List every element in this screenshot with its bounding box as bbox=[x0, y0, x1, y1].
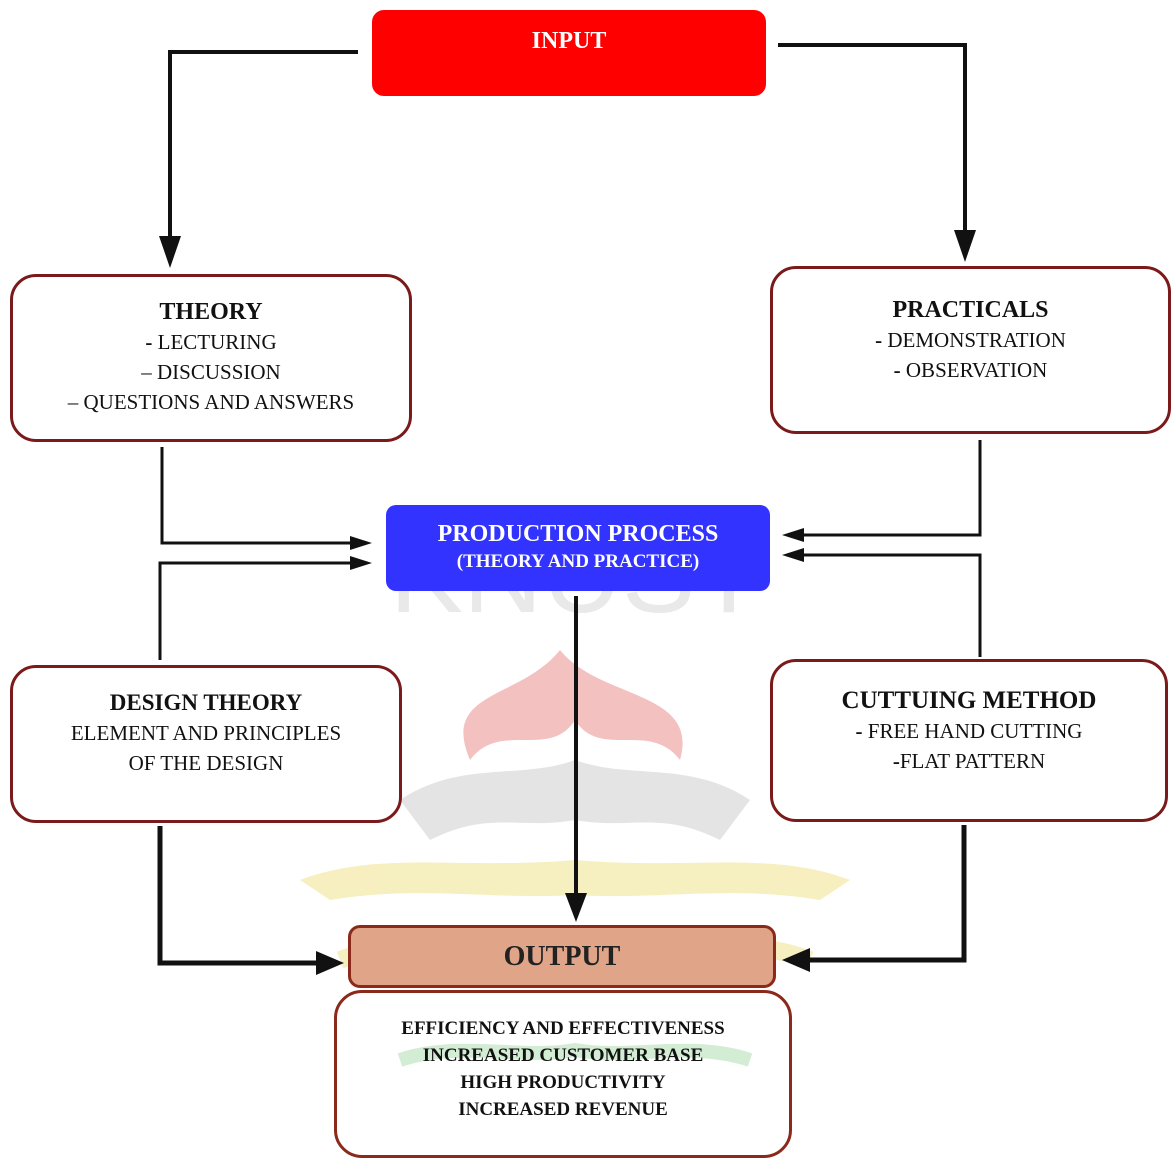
arrow-practicals-to-process bbox=[802, 440, 982, 537]
output-item: EFFICIENCY AND EFFECTIVENESS bbox=[401, 1018, 725, 1039]
cutting-method-title: CUTTUING METHOD bbox=[841, 687, 1097, 714]
output-item: INCREASED CUSTOMER BASE bbox=[422, 1045, 704, 1066]
arrow-theory-to-process bbox=[160, 447, 352, 545]
production-title: PRODUCTION PROCESS bbox=[437, 521, 719, 547]
input-label: INPUT bbox=[531, 28, 607, 54]
theory-item: – QUESTIONS AND ANSWERS bbox=[67, 390, 355, 414]
design-theory-line: ELEMENT AND PRINCIPLES bbox=[70, 721, 342, 745]
cutting-method-item: -FLAT PATTERN bbox=[892, 749, 1046, 773]
production-subtitle: (THEORY AND PRACTICE) bbox=[456, 551, 700, 572]
arrow-design-to-output bbox=[157, 826, 318, 966]
practicals-item: - DEMONSTRATION bbox=[875, 328, 1066, 352]
output-title: OUTPUT bbox=[503, 941, 621, 972]
theory-item: – DISCUSSION bbox=[141, 360, 281, 384]
input-node: INPUT bbox=[372, 10, 766, 96]
arrow-cutting-to-process bbox=[802, 553, 982, 657]
output-results: EFFICIENCY AND EFFECTIVENESS INCREASED C… bbox=[334, 990, 792, 1158]
cutting-method-node: CUTTUING METHOD - FREE HAND CUTTING -FLA… bbox=[770, 659, 1168, 822]
theory-item: - LECTURING bbox=[145, 330, 277, 354]
arrow-design-to-process bbox=[158, 561, 352, 660]
arrow-input-to-practicals bbox=[778, 43, 967, 232]
practicals-title: PRACTICALS bbox=[892, 297, 1049, 323]
arrow-cutting-to-output bbox=[808, 825, 967, 963]
output-item: HIGH PRODUCTIVITY bbox=[460, 1072, 666, 1093]
practicals-node: PRACTICALS - DEMONSTRATION - OBSERVATION bbox=[770, 266, 1171, 434]
theory-title: THEORY bbox=[159, 299, 263, 325]
design-theory-node: DESIGN THEORY ELEMENT AND PRINCIPLES OF … bbox=[10, 665, 402, 823]
output-node: OUTPUT bbox=[348, 925, 776, 988]
arrow-input-to-theory bbox=[168, 50, 358, 238]
output-item: INCREASED REVENUE bbox=[458, 1099, 668, 1120]
production-process-node: PRODUCTION PROCESS (THEORY AND PRACTICE) bbox=[386, 505, 770, 591]
design-theory-title: DESIGN THEORY bbox=[109, 690, 303, 715]
theory-node: THEORY - LECTURING – DISCUSSION – QUESTI… bbox=[10, 274, 412, 442]
design-theory-line: OF THE DESIGN bbox=[128, 751, 284, 775]
practicals-item: - OBSERVATION bbox=[893, 358, 1048, 382]
cutting-method-item: - FREE HAND CUTTING bbox=[855, 719, 1083, 743]
